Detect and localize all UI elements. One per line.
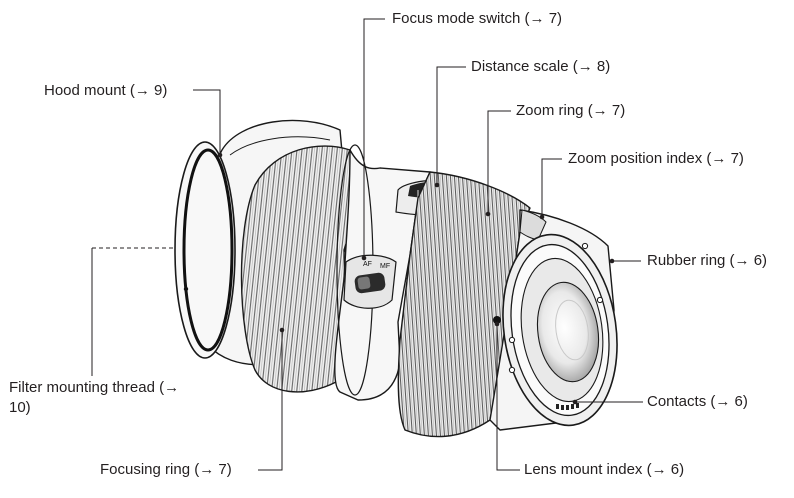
rear-glass-shine — [555, 299, 589, 361]
label-hood-mount: Hood mount (→ 9) — [44, 82, 168, 99]
front-rim-inner — [182, 148, 234, 352]
mf-marking: MF — [380, 263, 390, 270]
label-contacts: Contacts (→ 6) — [647, 393, 748, 410]
leader-distance-scale — [436, 66, 466, 185]
callout-dots — [217, 152, 615, 405]
leader-lens-mount-index — [496, 324, 520, 471]
label-focusing-ring: Focusing ring (→ 7) — [100, 461, 232, 478]
front-rim — [174, 141, 236, 359]
label-focus-mode-switch: Focus mode switch (→ 7) — [392, 10, 563, 27]
label-zoom-position-index: Zoom position index (→ 7) — [568, 150, 744, 167]
label-filter-mounting-thread: Filter mounting thread (→ 10) — [9, 379, 180, 416]
leader-focusing-ring — [258, 330, 283, 471]
label-lens-mount-index: Lens mount index (→ 6) — [524, 461, 685, 478]
label-distance-scale: Distance scale (→ 8) — [471, 58, 611, 75]
leader-lines — [91, 18, 643, 471]
leader-focus-mode-switch — [363, 18, 385, 258]
label-rubber-ring: Rubber ring (→ 6) — [647, 252, 768, 269]
focus-mode-switch: AF MF — [343, 254, 397, 309]
contacts — [556, 403, 579, 410]
lens-mount-index-dot — [493, 316, 501, 324]
front-dot — [183, 286, 189, 292]
label-zoom-ring: Zoom ring (→ 7) — [516, 102, 626, 119]
focusing-ring-body — [240, 145, 363, 393]
leader-hood-mount — [193, 89, 221, 155]
lens-body: AF MF — [174, 119, 618, 438]
rear-glass — [536, 281, 600, 383]
af-marking: AF — [363, 261, 372, 268]
leader-zoom-position-index — [541, 158, 562, 217]
leader-zoom-ring — [487, 110, 511, 214]
